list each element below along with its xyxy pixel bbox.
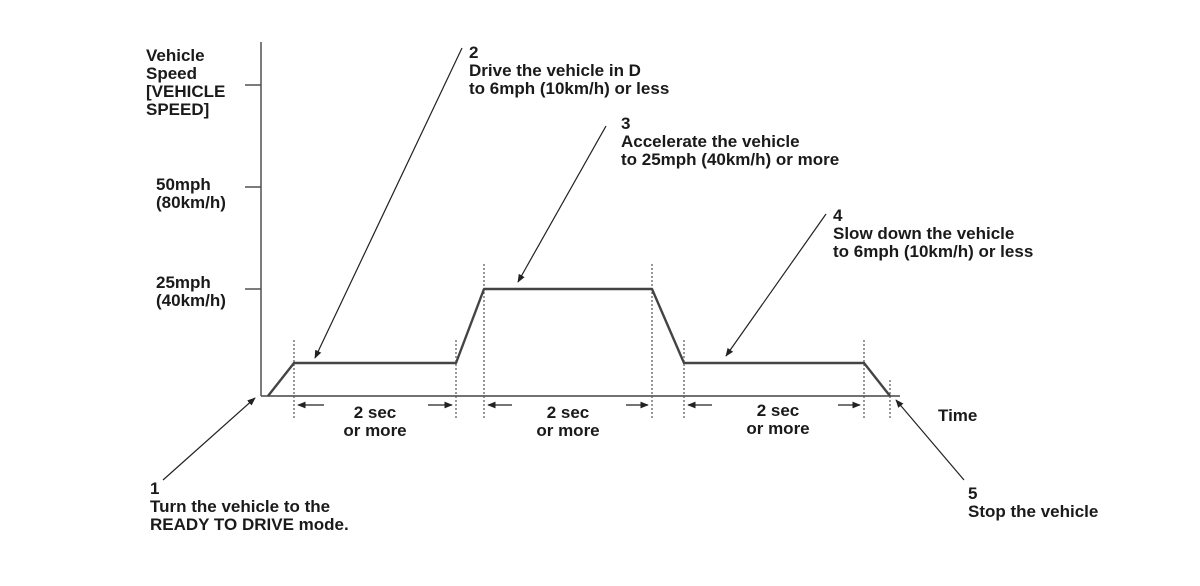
step-3-callout: 3 Accelerate the vehicle to 25mph (40km/…	[621, 115, 839, 169]
duration-label-2: 2 sec or more	[518, 404, 618, 440]
step-5-callout: 5 Stop the vehicle	[968, 485, 1098, 521]
leader-step-4	[725, 213, 827, 357]
leader-step-3	[517, 125, 607, 283]
step-number: 5	[968, 484, 978, 503]
step-text: to 6mph (10km/h) or less	[469, 79, 670, 98]
duration-label-line: or more	[343, 421, 407, 440]
step-text: READY TO DRIVE mode.	[150, 515, 349, 534]
step-2-callout: 2 Drive the vehicle in D to 6mph (10km/h…	[469, 44, 669, 98]
step-text: Turn the vehicle to the	[150, 497, 331, 516]
duration-label-line: or more	[536, 421, 600, 440]
tick-label-line: (40km/h)	[156, 291, 226, 310]
step-text: to 25mph (40km/h) or more	[621, 150, 840, 169]
step-number: 4	[833, 206, 843, 225]
step-4-callout: 4 Slow down the vehicle to 6mph (10km/h)…	[833, 207, 1033, 261]
y-axis-label-line: Vehicle	[146, 46, 205, 65]
x-axis-label: Time	[938, 407, 977, 425]
tick-label-50mph: 50mph (80km/h)	[156, 176, 226, 212]
step-number: 2	[469, 43, 479, 62]
x-axis-label-text: Time	[938, 406, 978, 425]
step-text: Stop the vehicle	[968, 502, 1099, 521]
tick-label-25mph: 25mph (40km/h)	[156, 274, 226, 310]
duration-label-line: 2 sec	[353, 403, 397, 422]
step-1-callout: 1 Turn the vehicle to the READY TO DRIVE…	[150, 480, 349, 534]
tick-label-line: (80km/h)	[156, 193, 226, 212]
duration-label-3: 2 sec or more	[728, 402, 828, 438]
speed-trace	[267, 287, 891, 397]
step-number: 3	[621, 114, 631, 133]
duration-label-line: or more	[746, 419, 810, 438]
y-axis-label-line: Speed	[146, 64, 198, 83]
leader-step-5	[895, 399, 965, 481]
step-number: 1	[150, 479, 160, 498]
leader-step-1	[162, 397, 256, 481]
duration-label-1: 2 sec or more	[325, 404, 425, 440]
step-text: Slow down the vehicle	[833, 224, 1015, 243]
duration-label-line: 2 sec	[756, 401, 800, 420]
duration-label-line: 2 sec	[546, 403, 590, 422]
step-text: Accelerate the vehicle	[621, 132, 800, 151]
tick-label-line: 50mph	[156, 175, 211, 194]
y-axis-label: Vehicle Speed [VEHICLE SPEED]	[146, 47, 225, 119]
y-axis-label-line: [VEHICLE	[146, 82, 226, 101]
step-text: Drive the vehicle in D	[469, 61, 641, 80]
leader-step-2	[314, 47, 463, 359]
y-axis-label-line: SPEED]	[146, 100, 210, 119]
tick-label-line: 25mph	[156, 273, 211, 292]
step-text: to 6mph (10km/h) or less	[833, 242, 1034, 261]
